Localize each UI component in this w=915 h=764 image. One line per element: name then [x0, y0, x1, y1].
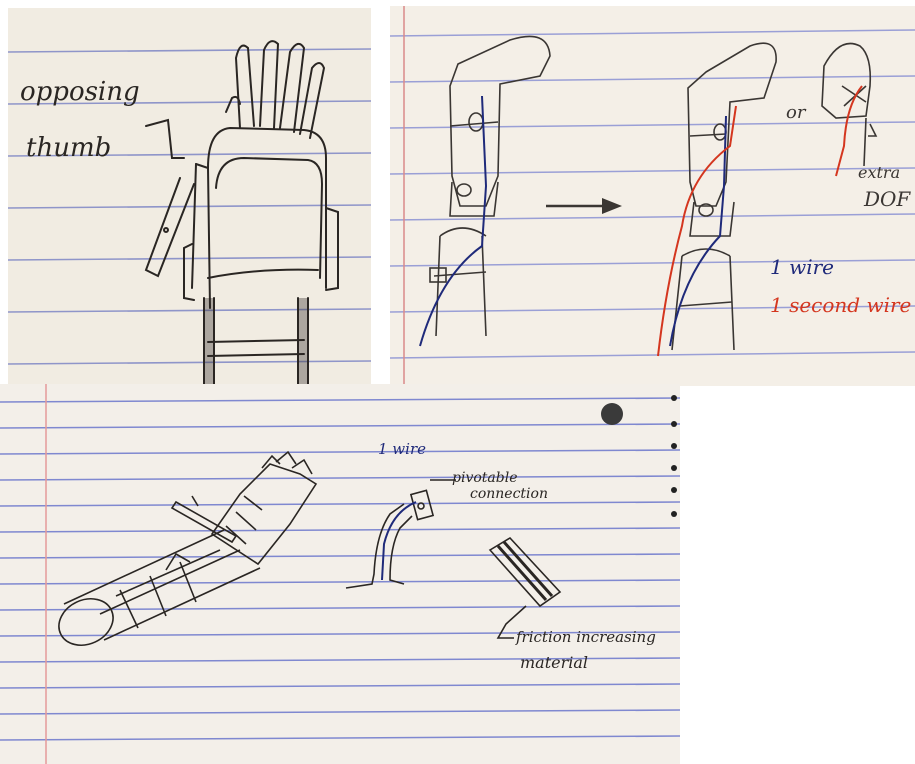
photo-opposing-thumb: opposing thumb — [8, 8, 371, 385]
photo-pivot-friction: 1 wire pivotable connection friction inc… — [0, 384, 680, 764]
label-wire: 1 wire — [378, 440, 426, 458]
sketch-pivot-friction: 1 wire pivotable connection friction inc… — [0, 384, 680, 764]
sketch-opposing-thumb: opposing thumb — [8, 8, 371, 385]
label-friction-increasing: friction increasing — [515, 628, 656, 646]
label-opposing: opposing — [20, 77, 140, 107]
label-or: or — [786, 102, 807, 123]
photo-wire-routing: or extra DOF 1 wire 1 second wire — [390, 6, 915, 386]
label-thumb: thumb — [26, 133, 111, 163]
label-material: material — [520, 653, 588, 672]
label-extra: extra — [858, 163, 900, 182]
label-connection: connection — [470, 486, 548, 502]
legend-blue-wire: 1 wire — [770, 255, 834, 279]
legend-red-wire: 1 second wire — [770, 293, 911, 317]
binder-hole — [601, 403, 623, 425]
label-dof: DOF — [863, 187, 911, 211]
label-pivotable: pivotable — [452, 470, 517, 486]
sketch-wire-routing: or extra DOF 1 wire 1 second wire — [390, 6, 915, 386]
